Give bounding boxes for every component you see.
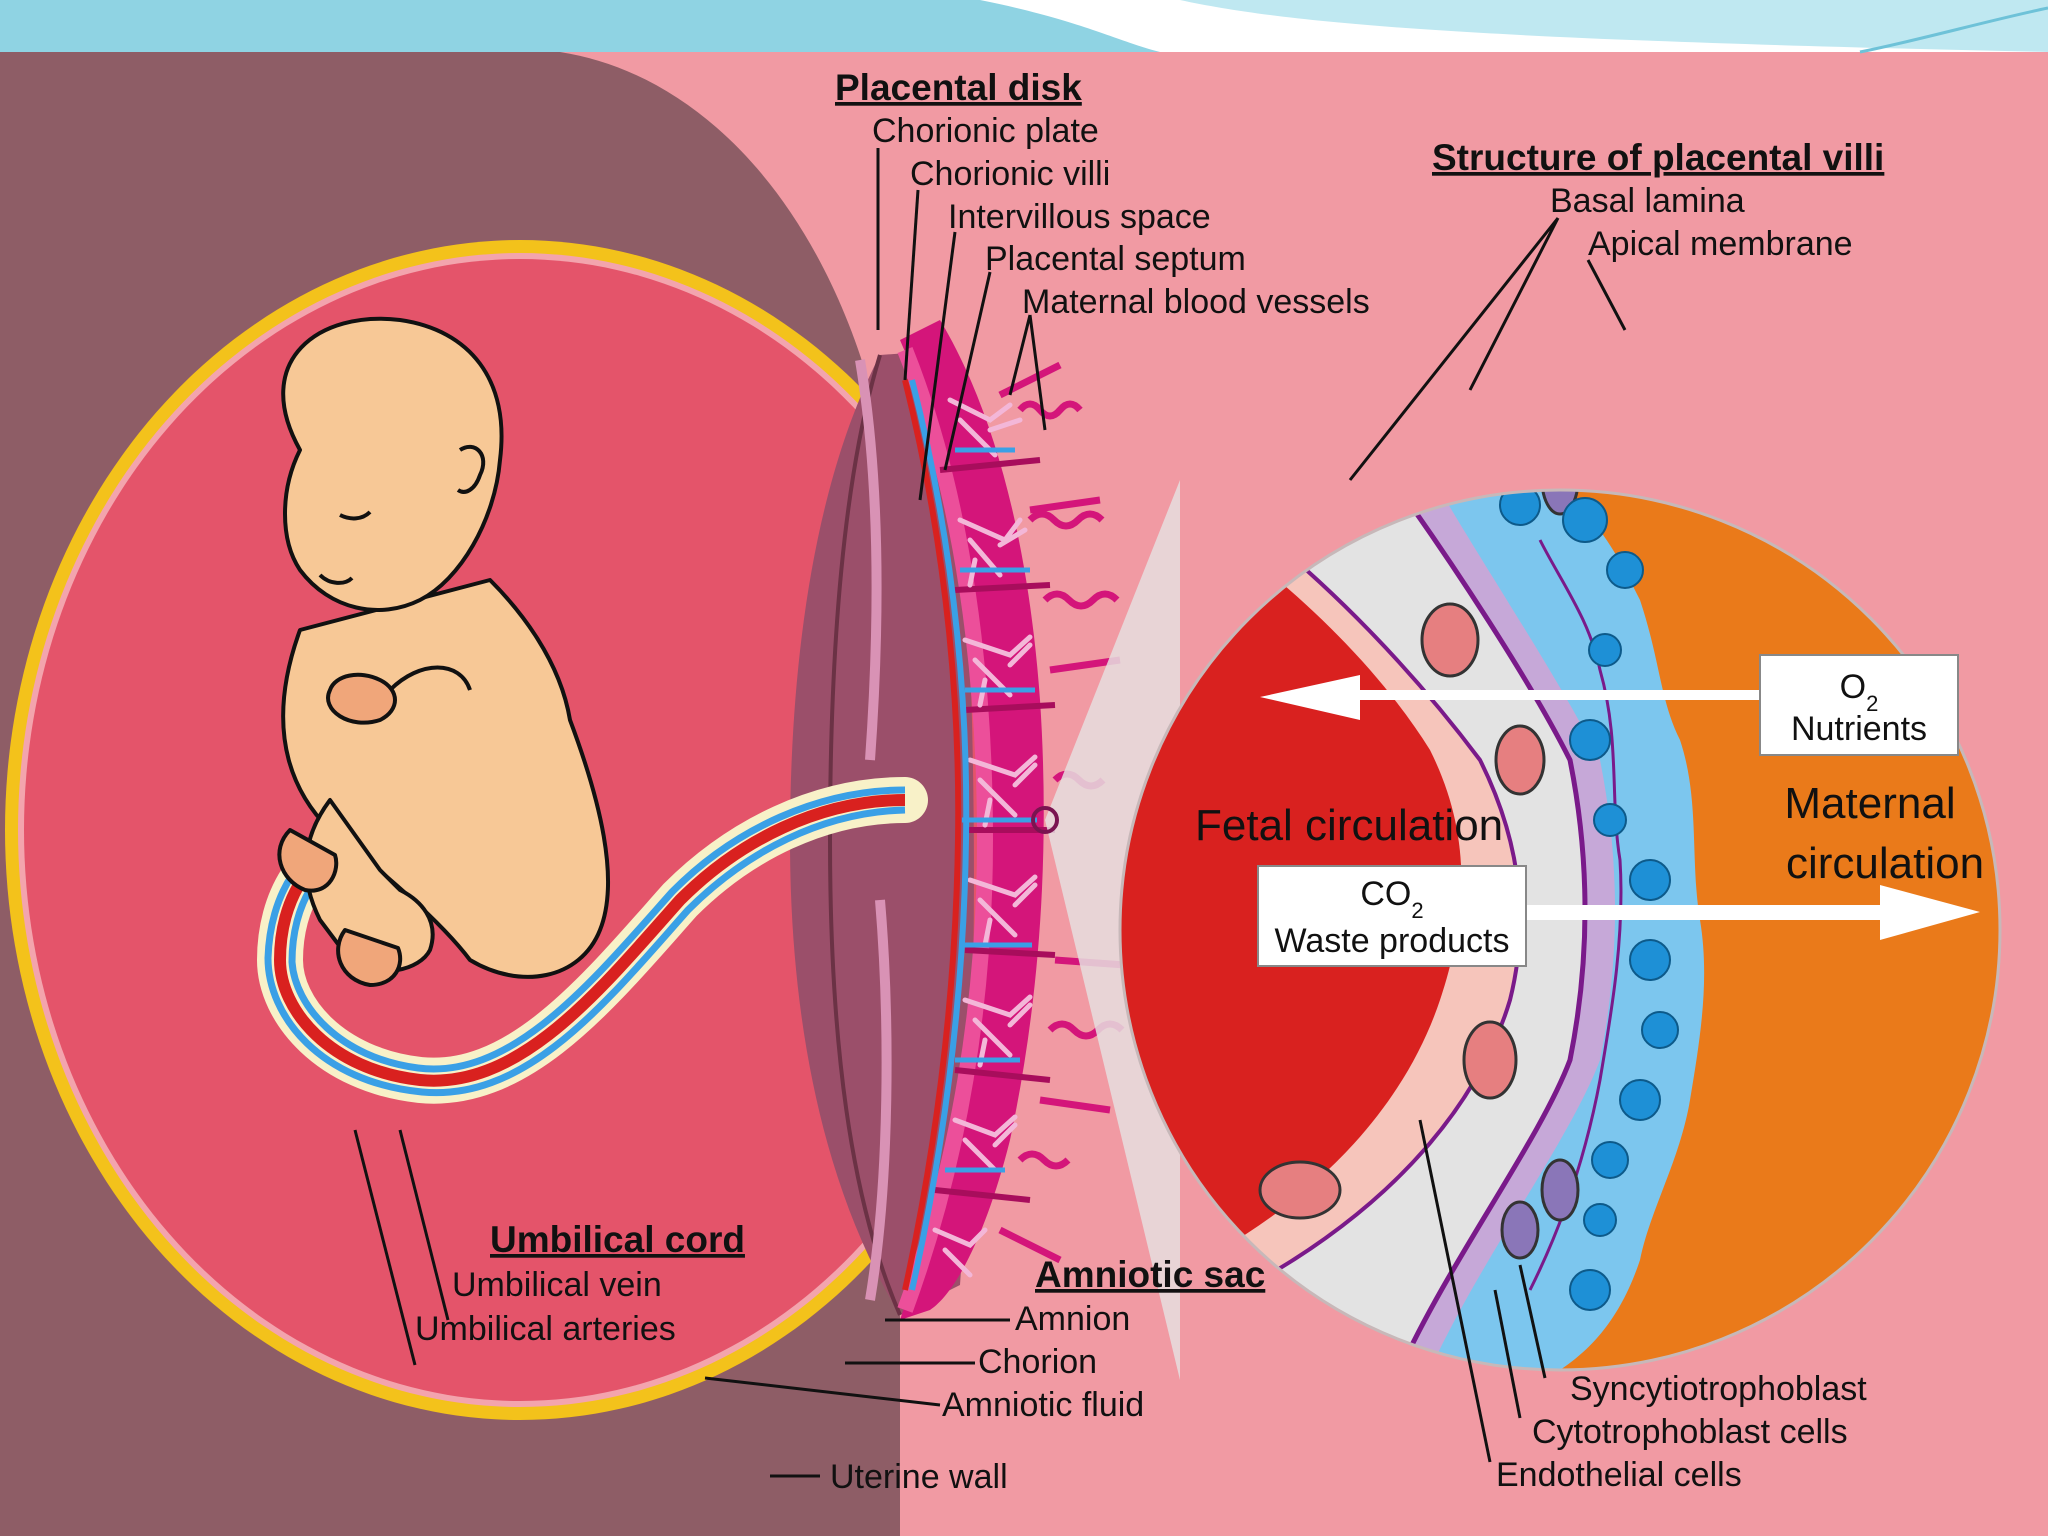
label-amniotic-fluid: Amniotic fluid <box>942 1386 1144 1424</box>
svg-text:CO2: CO2 <box>1360 875 1423 923</box>
label-cytotrophoblast-cells: Cytotrophoblast cells <box>1532 1413 1848 1451</box>
heading-placental-disk: Placental disk <box>835 67 1082 108</box>
label-endothelial-cells: Endothelial cells <box>1496 1456 1742 1494</box>
label-chorionic-villi: Chorionic villi <box>910 155 1110 193</box>
label-umbilical-vein: Umbilical vein <box>452 1266 662 1304</box>
label-umbilical-arteries: Umbilical arteries <box>415 1310 676 1348</box>
svg-text:O2: O2 <box>1840 668 1879 716</box>
label-syncytiotrophoblast: Syncytiotrophoblast <box>1570 1370 1867 1408</box>
zoom-point <box>1031 806 1059 834</box>
heading-villi-structure: Structure of placental villi <box>1432 137 1884 178</box>
slide-header-band <box>0 0 2048 54</box>
label-chorion: Chorion <box>978 1343 1097 1381</box>
placental-disk <box>790 320 1126 1320</box>
fetus-illustration <box>277 316 611 987</box>
exchange-arrows <box>1260 675 1980 940</box>
leader-lines <box>353 148 1627 1478</box>
maternal-circulation-label-1: Maternal <box>1784 779 1955 828</box>
fetal-circulation-label: Fetal circulation <box>1195 801 1503 850</box>
label-amnion: Amnion <box>1015 1300 1130 1338</box>
label-uterine-wall: Uterine wall <box>830 1458 1008 1496</box>
label-intervillous-space: Intervillous space <box>948 198 1211 236</box>
label-apical-membrane: Apical membrane <box>1588 225 1853 263</box>
svg-text:Waste products: Waste products <box>1275 922 1510 960</box>
label-maternal-blood-vessels: Maternal blood vessels <box>1022 283 1370 321</box>
maternal-circulation-label-2: circulation <box>1786 839 1984 888</box>
exchange-box-in: O2 Nutrients <box>1759 654 1959 756</box>
label-basal-lamina: Basal lamina <box>1550 182 1745 220</box>
label-placental-septum: Placental septum <box>985 240 1246 278</box>
heading-umbilical-cord: Umbilical cord <box>490 1219 745 1260</box>
exchange-box-out: CO2 Waste products <box>1257 865 1527 967</box>
zoom-wedge <box>1045 480 1180 1380</box>
heading-amniotic-sac: Amniotic sac <box>1035 1254 1265 1295</box>
label-chorionic-plate: Chorionic plate <box>872 112 1099 150</box>
svg-text:Nutrients: Nutrients <box>1791 710 1927 748</box>
